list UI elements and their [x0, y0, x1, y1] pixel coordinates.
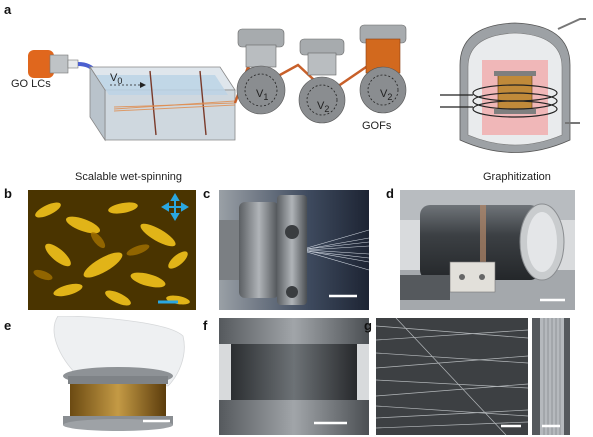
panel-label-f: f: [203, 318, 208, 333]
graphitization-furnace: [440, 15, 590, 175]
panel-label-b: b: [4, 186, 12, 201]
panel-label-d: d: [386, 186, 394, 201]
roller-v1: [236, 28, 286, 115]
panel-label-a: a: [4, 2, 12, 17]
spinneret-photo: [219, 190, 369, 310]
speed-v1-label: V1: [256, 88, 269, 102]
coagulation-bath: [89, 65, 236, 142]
graphite-spool-photo: [219, 318, 369, 435]
speed-v0-label: V0: [110, 72, 123, 86]
spinning-schematic: [10, 15, 440, 175]
polarized-micrograph: [28, 190, 196, 310]
fiber-bundle-sem-image: [532, 318, 570, 435]
fiber-label: GOFs: [362, 120, 392, 132]
panel-label-c: c: [203, 186, 211, 201]
source-label: GO LCs: [11, 78, 51, 90]
collection-roller: [359, 24, 407, 114]
spinning-caption: Scalable wet-spinning: [75, 171, 183, 183]
speed-v2-label: V2: [317, 100, 330, 114]
winding-drum-photo: [400, 190, 575, 310]
roller-v2: [298, 38, 346, 124]
speed-v2-collect-label: V2: [380, 88, 393, 102]
spool-in-hand-photo: [18, 316, 190, 434]
furnace-caption: Graphitization: [483, 171, 551, 183]
panel-label-e: e: [4, 318, 12, 333]
fiber-sem-image: [376, 318, 528, 435]
panel-label-g: g: [364, 318, 372, 333]
polarizer-cross-arrows-icon: [161, 193, 189, 221]
